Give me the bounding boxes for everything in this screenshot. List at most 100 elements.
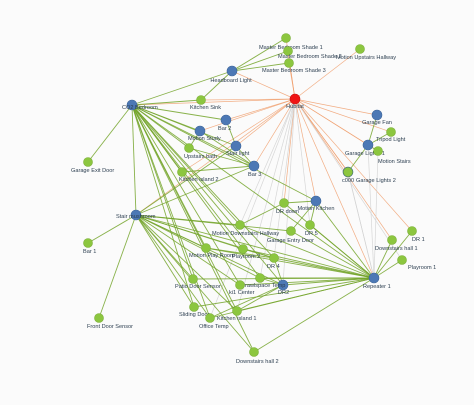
link-co2-ki_center: [131, 104, 241, 286]
node-bar2[interactable]: Bar 2: [218, 114, 232, 132]
repeater-node-marker[interactable]: [362, 139, 374, 151]
node-motion-kitchen[interactable]: Motion Kitchen: [297, 195, 335, 212]
device-node-marker[interactable]: [387, 235, 397, 245]
node-motion-dh[interactable]: Motion Downstairs Hallway: [212, 220, 279, 238]
node-kitchen-sink[interactable]: Kitchen Sink: [190, 95, 221, 112]
node-sliding[interactable]: Sliding Door: [179, 302, 210, 319]
node-mbs2[interactable]: Master Bedroom Shade 2: [278, 46, 342, 61]
device-node-marker[interactable]: [201, 243, 211, 253]
node-garage-fan[interactable]: Garage Fan: [362, 109, 392, 126]
link-hubitat-kitchen_sink: [200, 98, 296, 101]
node-repeater1[interactable]: Repeater 1: [363, 272, 391, 290]
repeater-node-marker[interactable]: [277, 279, 289, 291]
node-label: Tripod Light: [376, 137, 406, 143]
node-dr-down[interactable]: DR down: [276, 198, 299, 216]
device-node-marker[interactable]: [83, 238, 93, 248]
device-node-marker[interactable]: [407, 226, 417, 236]
repeater-node-marker[interactable]: [368, 272, 380, 284]
node-tripod[interactable]: Tripod Light: [376, 127, 406, 144]
repeater-node-marker[interactable]: [226, 65, 238, 77]
device-node-marker[interactable]: [177, 167, 187, 177]
node-bar3[interactable]: Bar 3: [248, 160, 261, 178]
device-node-marker[interactable]: [196, 95, 206, 105]
node-dh1[interactable]: Downstairs hall 1: [375, 235, 418, 253]
node-patio[interactable]: Patio Door Sensor: [175, 274, 221, 291]
node-dr2[interactable]: DR2: [277, 279, 289, 296]
link-bar3-kitchen_island2: [181, 165, 255, 173]
repeater-node-marker[interactable]: [310, 195, 322, 207]
link-co2-motion_kitchen: [131, 104, 317, 202]
device-node-marker[interactable]: [286, 226, 296, 236]
repeater-node-marker[interactable]: [126, 99, 138, 111]
link-co2-repeater1: [131, 104, 375, 279]
link-hubitat-motion_dh: [239, 98, 296, 226]
node-garage-exit[interactable]: Garage Exit Door: [71, 157, 114, 175]
node-upstairs-bath[interactable]: Upstairs bath: [184, 143, 217, 161]
device-node-marker[interactable]: [386, 127, 396, 137]
device-node-marker[interactable]: [83, 157, 93, 167]
device-node-marker[interactable]: [284, 58, 294, 68]
device-node-marker[interactable]: [283, 46, 293, 56]
node-playroom1[interactable]: Playroom 1: [397, 255, 437, 272]
node-dr5[interactable]: DR 5: [305, 220, 318, 238]
repeater-node-marker[interactable]: [230, 140, 242, 152]
repeater-node-marker[interactable]: [248, 160, 260, 172]
link-co2-bar2: [131, 104, 227, 121]
device-node-marker[interactable]: [281, 33, 291, 43]
node-ki-center[interactable]: ki1 Center: [229, 280, 255, 297]
node-playroom2[interactable]: Playroom 2: [232, 244, 260, 261]
link-co2-playroom2: [131, 104, 244, 250]
device-node-marker[interactable]: [94, 313, 104, 323]
node-front-door[interactable]: Front Door Sensor: [87, 313, 133, 331]
node-crawl[interactable]: Crawlspace Temp: [241, 273, 285, 290]
node-dr1[interactable]: DR 1: [407, 226, 425, 244]
device-node-marker[interactable]: [205, 313, 215, 323]
device-node-marker[interactable]: [397, 255, 407, 265]
node-ki1[interactable]: Kitchen island 1: [217, 306, 257, 323]
device-node-marker[interactable]: [189, 302, 199, 312]
node-stair-light[interactable]: Stair light: [226, 140, 250, 157]
device-node-marker[interactable]: [355, 44, 365, 54]
device-node-marker[interactable]: [269, 253, 279, 263]
device-node-marker[interactable]: [255, 273, 265, 283]
link-hubitat-stair_mushroom: [135, 98, 296, 216]
node-c000[interactable]: c000: [342, 167, 354, 185]
link-repeater1-dr1: [373, 230, 413, 279]
node-garage-entry[interactable]: Garage Entry Door: [267, 226, 314, 245]
node-label: Garage Lights 2: [356, 178, 396, 184]
device-node-marker[interactable]: [249, 347, 259, 357]
node-co2[interactable]: CO2 Bedroom: [122, 99, 158, 111]
device-node-marker[interactable]: [238, 244, 248, 254]
device-node-marker[interactable]: [279, 198, 289, 208]
node-bar1[interactable]: Bar 1: [83, 238, 96, 256]
node-dh2[interactable]: Downstairs hall 2: [236, 347, 279, 366]
repeater-node-marker[interactable]: [371, 109, 383, 121]
device-node-marker[interactable]: [373, 146, 383, 156]
repeater-node-marker[interactable]: [130, 209, 142, 221]
node-headboard[interactable]: Headboard Light: [210, 65, 252, 84]
node-motion-stairs[interactable]: Motion Stairs: [373, 146, 411, 166]
node-mbs3[interactable]: Master Bedroom Shade 3: [262, 58, 326, 75]
device-node-marker[interactable]: [184, 143, 194, 153]
device-node-marker[interactable]: [235, 220, 245, 230]
device-node-marker[interactable]: [343, 167, 353, 177]
device-node-marker[interactable]: [235, 280, 245, 290]
node-hubitat[interactable]: Hubitat: [286, 93, 304, 110]
node-stair-mushroom[interactable]: Stair mushroom: [116, 209, 156, 221]
device-node-marker[interactable]: [188, 274, 198, 284]
repeater-node-marker[interactable]: [220, 114, 232, 126]
link-stair_mushroom-bar1: [87, 214, 137, 244]
node-dr4[interactable]: DR 4: [267, 253, 280, 271]
device-node-marker[interactable]: [232, 306, 242, 316]
node-mpr[interactable]: Motion Play Room: [189, 243, 235, 260]
node-motion-upstairs[interactable]: Motion Upstairs Hallway: [336, 44, 396, 62]
link-layer: [87, 37, 413, 353]
node-motion-study[interactable]: Motion Study: [188, 125, 221, 142]
node-kitchen-island2[interactable]: Kitchen island 2: [177, 167, 219, 184]
device-node-marker[interactable]: [305, 220, 315, 230]
node-garage-lights1[interactable]: Garage Lights 1: [345, 139, 385, 157]
repeater-node-marker[interactable]: [194, 125, 206, 137]
node-office[interactable]: Office Temp: [199, 313, 229, 331]
hub-node-marker[interactable]: [289, 93, 301, 105]
